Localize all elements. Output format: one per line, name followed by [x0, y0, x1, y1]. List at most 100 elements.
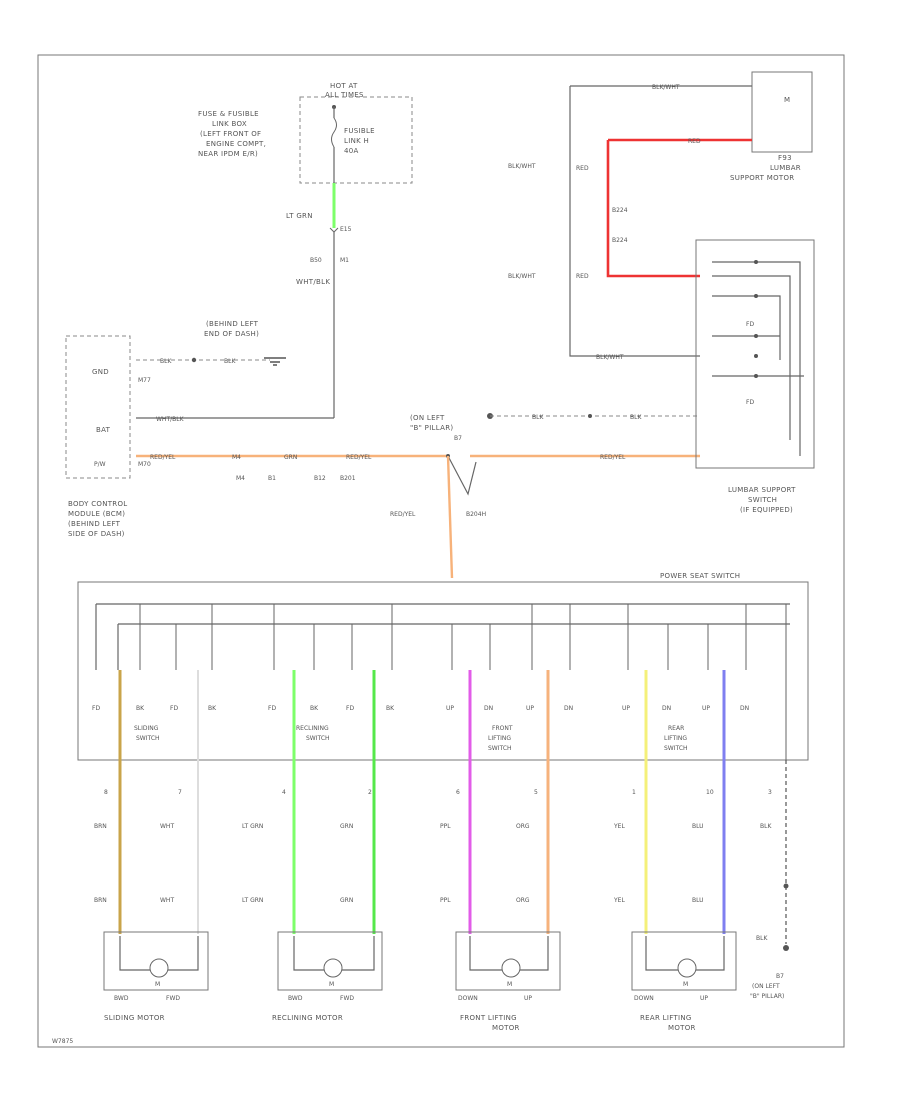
lumbar-red-2: RED — [576, 165, 589, 172]
conn-b201: B201 — [340, 475, 356, 482]
diagram-frame — [37, 54, 845, 1048]
rear-left: DOWN — [634, 995, 654, 1002]
ground-mid-blk2: BLK — [630, 414, 642, 421]
lumbar-switch-dot-3 — [754, 334, 758, 338]
conn-e15: E15 — [340, 226, 352, 233]
sliding-name: SLIDING MOTOR — [104, 1014, 165, 1022]
fuse-desc-4: ENGINE COMPT, — [206, 140, 266, 148]
bcm-pw: P/W — [94, 461, 106, 468]
bcm-m77: M77 — [138, 377, 151, 384]
psw-updn-2: DN — [484, 705, 493, 712]
bcm-whtblk: WHT/BLK — [156, 416, 185, 423]
lumbar-switch-dot-5 — [754, 374, 758, 378]
psw-fdbk-7: FD — [346, 705, 354, 712]
lumbar-switch-2: SWITCH — [748, 496, 777, 504]
bcm-desc-3: (BEHIND LEFT — [68, 520, 121, 528]
rear-m: M — [683, 981, 688, 988]
sliding-left: BWD — [114, 995, 129, 1002]
psw-fdbk-8: BK — [386, 705, 395, 712]
lumbar-switch-fd2: FD — [746, 399, 754, 406]
wire-upper-5: PPL — [440, 823, 451, 830]
pin-9: 3 — [768, 789, 772, 796]
gnd-bottom-1: (ON LEFT — [752, 983, 780, 990]
conn-redyel-right: RED/YEL — [600, 454, 626, 461]
front-left: DOWN — [458, 995, 478, 1002]
lumbar-motor-3: SUPPORT MOTOR — [730, 174, 794, 182]
lumbar-motor-m: M — [784, 96, 790, 104]
psw-fdbk-5: FD — [268, 705, 276, 712]
psw-updn-3: UP — [526, 705, 534, 712]
ground-mid-blk1: BLK — [532, 414, 544, 421]
wire-lower-6: ORG — [516, 897, 530, 904]
wire-upper-6: ORG — [516, 823, 530, 830]
fusible-2: LINK H — [344, 137, 369, 145]
rear-name-1: REAR LIFTING — [640, 1014, 692, 1022]
psw-fdbk-1: FD — [92, 705, 100, 712]
lumbar-b224b: B224 — [612, 237, 628, 244]
rear-name-2: MOTOR — [668, 1024, 696, 1032]
pin-7: 1 — [632, 789, 636, 796]
bcm-m70: M70 — [138, 461, 151, 468]
reclining-name: RECLINING MOTOR — [272, 1014, 343, 1022]
lumbar-motor-1: F93 — [778, 154, 792, 162]
wire-upper-9: BLK — [760, 823, 772, 830]
gnd-bottom-blk: BLK — [756, 935, 768, 942]
lumbar-motor-box — [751, 71, 813, 153]
conn-m4-top: M4 — [232, 454, 241, 461]
lumbar-red-3: RED — [576, 273, 589, 280]
fuse-desc-3: (LEFT FRONT OF — [200, 130, 261, 138]
wire-lower-4: GRN — [340, 897, 353, 904]
conn-b12: B12 — [314, 475, 326, 482]
blk-ground-symbol — [783, 945, 789, 951]
blk-splice-dot — [783, 883, 789, 889]
lumbar-blkwht-2: BLK/WHT — [508, 163, 536, 170]
bcm-redyel: RED/YEL — [150, 454, 176, 461]
fusible-3: 40A — [344, 147, 359, 155]
pin-1: 8 — [104, 789, 108, 796]
wire-lower-8: BLU — [692, 897, 704, 904]
wire-lower-2: WHT — [160, 897, 174, 904]
conn-m1: M1 — [340, 257, 349, 264]
psw-updn-1: UP — [446, 705, 454, 712]
wire-upper-2: WHT — [160, 823, 174, 830]
gnd-bottom-b7: B7 — [776, 973, 784, 980]
ground-mid-1: (ON LEFT — [410, 414, 445, 422]
wire-lower-1: BRN — [94, 897, 107, 904]
conn-b1: B1 — [268, 475, 276, 482]
wire-redyel-down — [446, 455, 454, 579]
psw-updn-6: DN — [662, 705, 671, 712]
lumbar-red-1: RED — [688, 138, 701, 145]
psw-sliding-1: SLIDING — [134, 725, 159, 732]
bcm-blk2: BLK — [224, 358, 236, 365]
rear-lifting-motor — [631, 931, 737, 991]
psw-fdbk-3: FD — [170, 705, 178, 712]
power-seat-switch-box — [77, 581, 809, 761]
psw-fdbk-2: BK — [136, 705, 145, 712]
wire-lower-7: YEL — [613, 897, 625, 904]
psw-front-1: FRONT — [492, 725, 513, 732]
psw-front-3: SWITCH — [488, 745, 512, 752]
bcm-bat: BAT — [96, 426, 111, 434]
conn-m4: M4 — [236, 475, 245, 482]
pin-8: 10 — [706, 789, 714, 796]
fuse-wire-whtblk: WHT/BLK — [296, 278, 330, 286]
bcm-desc-2: MODULE (BCM) — [68, 510, 125, 518]
footer-code: W7875 — [52, 1038, 73, 1045]
wire-upper-8: BLU — [692, 823, 704, 830]
splice-zigzag — [447, 455, 477, 496]
hot-line2: ALL TIMES — [325, 91, 364, 99]
psw-bus-taps — [139, 604, 787, 760]
reclining-right: FWD — [340, 995, 354, 1002]
wire-upper-3: LT GRN — [242, 823, 263, 830]
front-name-2: MOTOR — [492, 1024, 520, 1032]
rear-right: UP — [700, 995, 708, 1002]
psw-bus-lines — [95, 603, 790, 670]
psw-updn-5: UP — [622, 705, 630, 712]
fuse-desc-5: NEAR IPDM E/R) — [198, 150, 258, 158]
psw-rear-3: SWITCH — [664, 745, 688, 752]
pin-4: 2 — [368, 789, 372, 796]
ground-top-1: (BEHIND LEFT — [206, 320, 259, 328]
psw-fdbk-4: BK — [208, 705, 217, 712]
lumbar-switch-dot-2 — [754, 294, 758, 298]
